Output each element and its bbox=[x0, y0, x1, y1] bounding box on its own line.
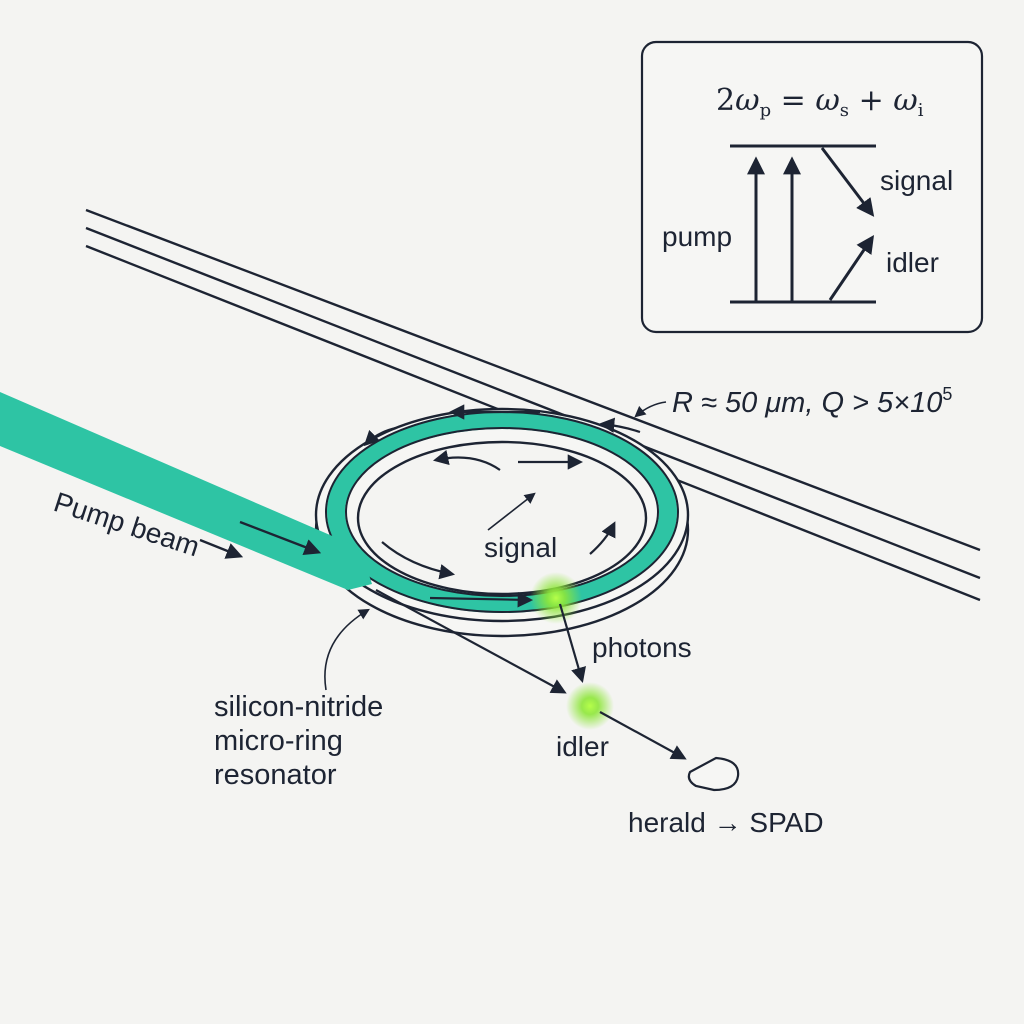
inset-pump-label: pump bbox=[662, 221, 732, 252]
output-arrows bbox=[375, 589, 687, 760]
idler-label: idler bbox=[556, 731, 609, 762]
inset-idler-label: idler bbox=[886, 247, 939, 278]
resonator-label-line1: silicon-nitride bbox=[214, 691, 383, 723]
idler-arrow bbox=[828, 235, 875, 301]
ring-spec-pointer-arrow bbox=[634, 401, 667, 418]
idler-photon-glow bbox=[566, 682, 614, 730]
radius-arrow bbox=[487, 492, 536, 531]
signal-photon-glow bbox=[530, 572, 582, 624]
photons-label: photons bbox=[592, 632, 692, 663]
herald-spad-label: herald → SPAD bbox=[628, 807, 824, 838]
energy-level-inset: 2ωp = ωs + ωi pump signal idler bbox=[640, 40, 984, 334]
micro-ring-resonator bbox=[314, 407, 690, 638]
energy-conservation-equation: 2ωp = ωs + ωi bbox=[716, 83, 924, 121]
resonator-label-line2: micro-ring bbox=[214, 725, 343, 757]
resonator-label-line3: resonator bbox=[214, 759, 337, 791]
spad-detector-icon bbox=[687, 756, 740, 792]
inset-signal-label: signal bbox=[880, 165, 953, 196]
pump-beam-arrows bbox=[199, 520, 322, 559]
signal-label: signal bbox=[484, 532, 557, 563]
signal-arrow bbox=[820, 147, 875, 217]
pump-beam bbox=[0, 392, 372, 590]
resonator-pointer-arrow bbox=[324, 608, 370, 691]
ring-spec-label: R ≈ 50 μm, Q > 5×105 bbox=[672, 384, 952, 419]
circulation-arrows bbox=[363, 404, 641, 608]
